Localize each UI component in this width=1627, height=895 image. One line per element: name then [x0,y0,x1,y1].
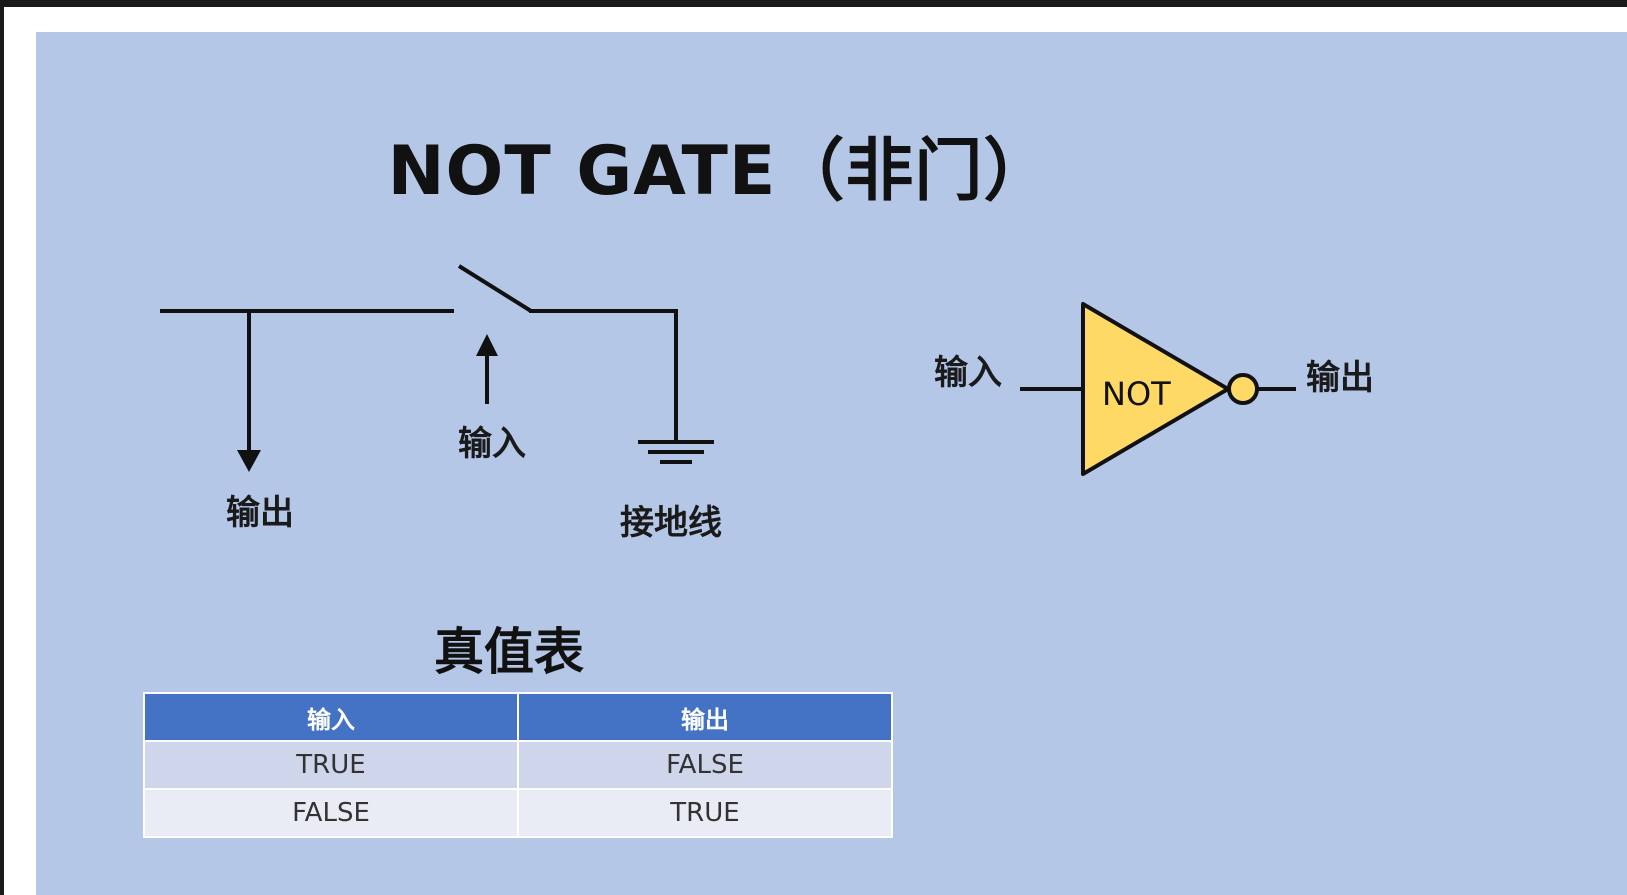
truth-table-title: 真值表 [434,623,584,681]
circuit-output-label: 输出 [226,493,294,533]
circuit-input-label: 输入 [458,424,526,464]
table-cell: TRUE [143,740,519,790]
table-header-row: 输入 输出 [143,692,893,742]
input-arrow-head [476,334,498,356]
window-left-edge [0,0,4,895]
gate-input-label: 输入 [934,353,1002,393]
window-top-bar [0,0,1627,7]
not-gate-triangle [1081,302,1230,476]
not-gate-bubble [1227,373,1259,405]
table-cell: FALSE [517,740,893,790]
gate-output-label: 输出 [1306,358,1374,398]
gate-text: NOT [1102,375,1171,413]
header-output: 输出 [517,692,893,742]
slide-title: NOT GATE（非门） [387,132,1053,211]
output-arrow-head [237,450,261,472]
header-input: 输入 [143,692,519,742]
table-row: TRUE FALSE [143,740,893,790]
switch-blade [457,264,533,313]
truth-table: 输入 输出 TRUE FALSE FALSE TRUE [143,692,893,838]
table-row: FALSE TRUE [143,788,893,838]
circuit-ground-label: 接地线 [620,503,722,543]
table-cell: TRUE [517,788,893,838]
table-cell: FALSE [143,788,519,838]
